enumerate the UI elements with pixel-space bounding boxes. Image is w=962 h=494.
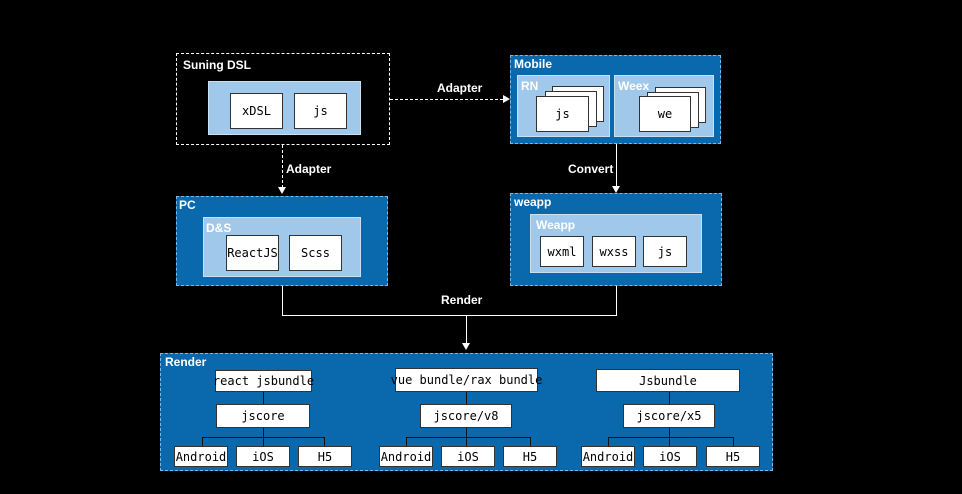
col3-ios-box: iOS xyxy=(643,446,697,467)
mobile-title: Mobile xyxy=(514,57,552,71)
adapter-left-arrowhead xyxy=(278,187,286,194)
col2-h5-box: H5 xyxy=(503,446,557,467)
pc-title: PC xyxy=(179,198,196,212)
wxss-box: wxss xyxy=(592,236,636,267)
vue-rax-bundle-box: vue bundle/rax bundle xyxy=(391,368,542,392)
adapter-left-label: Adapter xyxy=(286,162,332,176)
col1-branch xyxy=(202,437,324,438)
col3-tick-h5 xyxy=(733,437,734,446)
col2-branch xyxy=(406,437,530,438)
jscore-box: jscore xyxy=(216,404,310,428)
suning-dsl-title: Suning DSL xyxy=(183,58,251,72)
scss-box: Scss xyxy=(289,235,342,271)
col2-android-box: Android xyxy=(379,446,433,467)
adapter-top-connector xyxy=(390,99,503,100)
col2-ios-box: iOS xyxy=(441,446,495,467)
dsl-js-box: js xyxy=(294,93,347,129)
reactjs-box: ReactJS xyxy=(226,235,279,271)
col3-link1 xyxy=(669,392,670,404)
wxml-box: wxml xyxy=(540,236,584,267)
jscore-v8-box: jscore/v8 xyxy=(420,404,512,428)
adapter-top-label: Adapter xyxy=(437,81,483,95)
convert-connector xyxy=(616,144,617,188)
xdsl-box: xDSL xyxy=(230,93,283,129)
render-title: Render xyxy=(165,355,207,369)
weapp-js-box: js xyxy=(643,236,687,267)
col2-tick-h5 xyxy=(530,437,531,446)
col1-tick-h5 xyxy=(324,437,325,446)
jscore-x5-box: jscore/x5 xyxy=(623,404,715,428)
col1-h5-box: H5 xyxy=(298,446,352,467)
render-left-drop xyxy=(282,286,283,316)
render-label: Render xyxy=(441,293,483,307)
render-down-line xyxy=(466,315,467,346)
render-arrowhead xyxy=(462,343,470,350)
col3-tick-android xyxy=(608,437,609,446)
weex-we-box: we xyxy=(639,96,691,132)
weapp-inner-title: Weapp xyxy=(536,218,576,232)
col3-android-box: Android xyxy=(581,446,635,467)
jsbundle-box: Jsbundle xyxy=(596,369,740,392)
convert-label: Convert xyxy=(568,162,614,176)
adapter-left-connector xyxy=(282,145,283,188)
col1-ios-box: iOS xyxy=(236,446,290,467)
render-right-drop xyxy=(616,286,617,316)
col1-link1 xyxy=(263,392,264,404)
rn-title: RN xyxy=(521,79,539,93)
col2-tick-android xyxy=(406,437,407,446)
col3-h5-box: H5 xyxy=(706,446,760,467)
convert-arrowhead xyxy=(612,186,620,193)
render-join-line xyxy=(282,315,617,316)
col3-branch xyxy=(608,437,733,438)
rn-js-box: js xyxy=(536,96,589,132)
ds-title: D&S xyxy=(206,221,232,235)
weex-title: Weex xyxy=(618,79,650,93)
adapter-top-arrowhead xyxy=(503,95,510,103)
weapp-title: weapp xyxy=(514,195,552,209)
col1-android-box: Android xyxy=(174,446,228,467)
col2-link1 xyxy=(466,392,467,404)
react-jsbundle-box: react jsbundle xyxy=(213,370,314,392)
col1-tick-android xyxy=(202,437,203,446)
